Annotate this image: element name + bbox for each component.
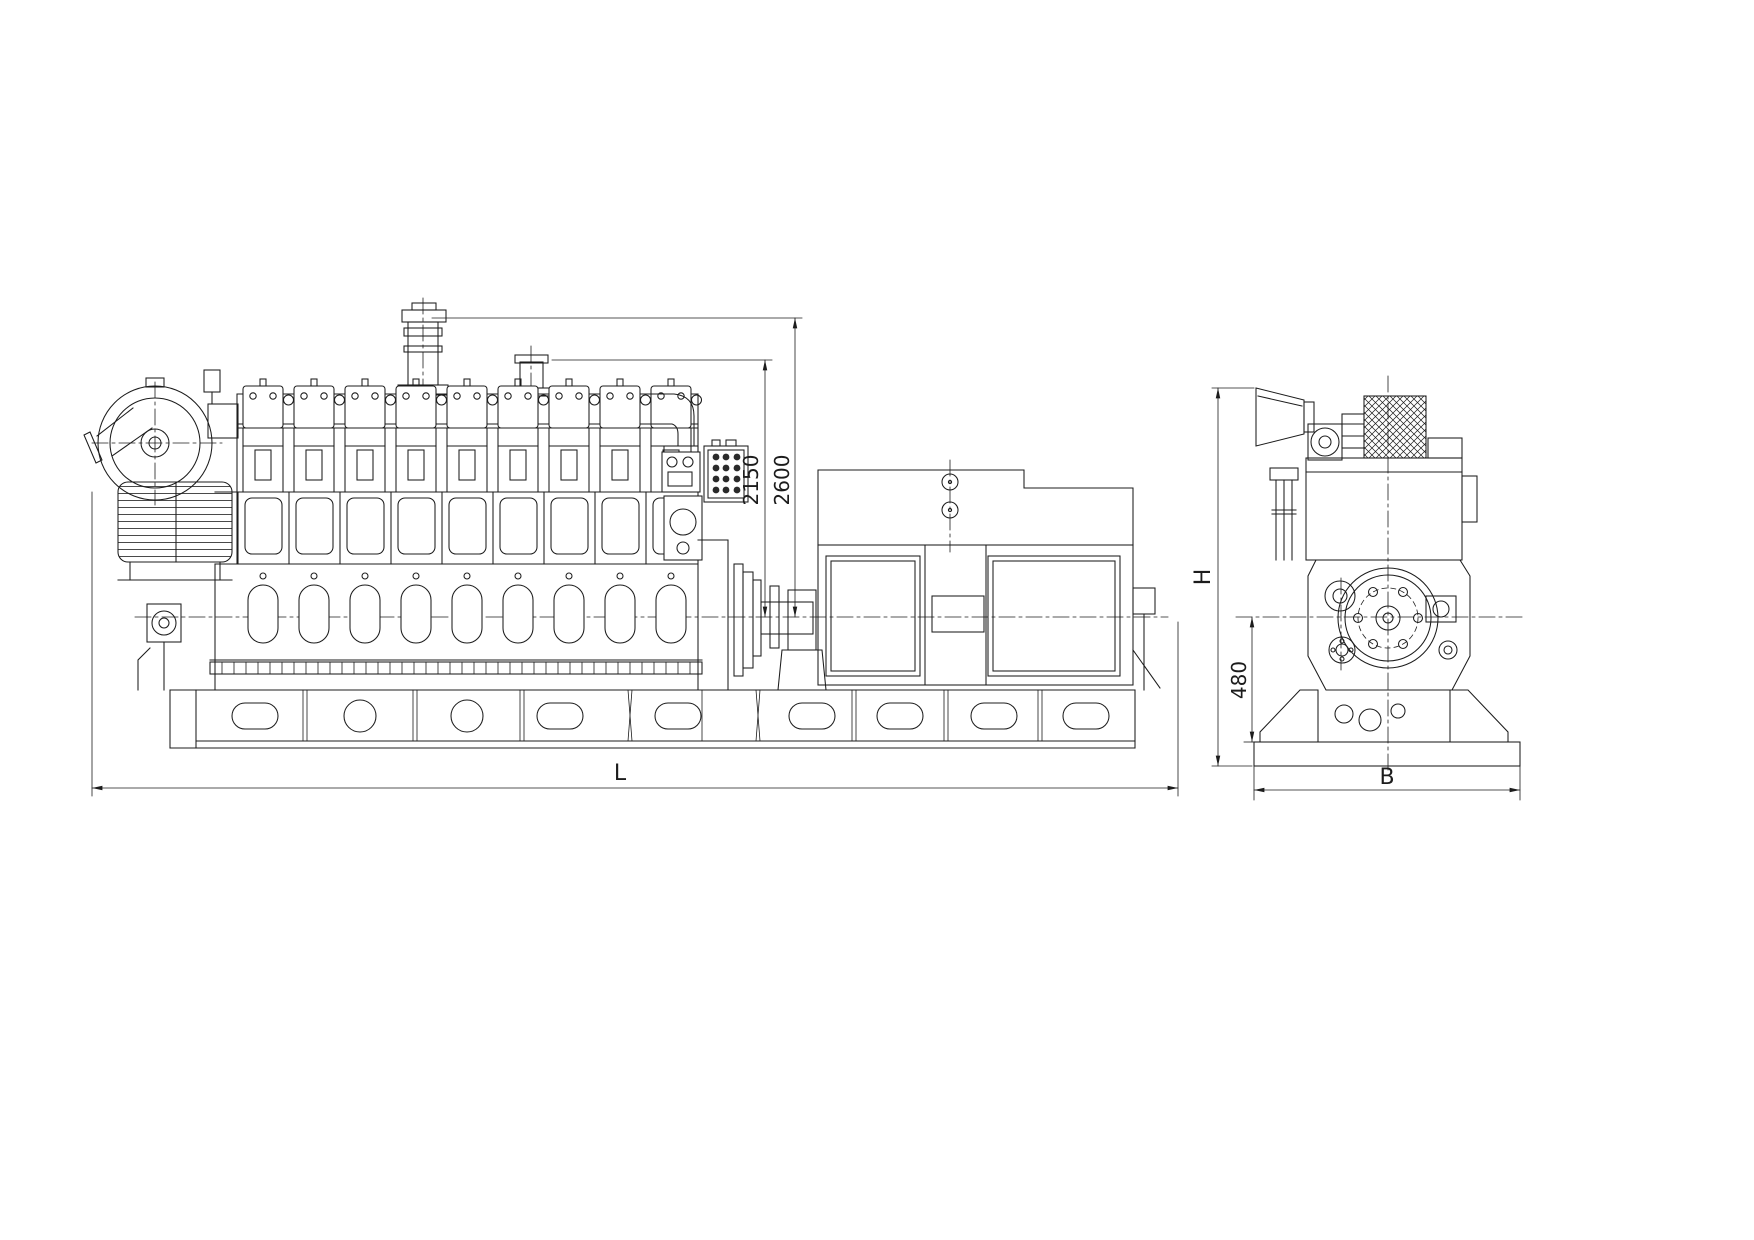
intake-bell [1255, 387, 1315, 447]
engine-cylinder-bank [214, 378, 703, 691]
dimension-2150: 2150 [551, 359, 773, 618]
base-frame [169, 689, 1136, 749]
dim-label-480: 480 [1227, 661, 1251, 699]
upper-block [1269, 437, 1478, 561]
instrument-panel [703, 439, 749, 503]
dimension-480: 480 [1227, 616, 1259, 743]
dim-label-L: L [614, 761, 627, 786]
dimension-L: L [91, 491, 1179, 797]
front-end-accessories [137, 603, 182, 691]
dimension-H: H [1191, 387, 1255, 767]
dim-label-H: H [1191, 569, 1216, 586]
end-feet-and-base [1253, 689, 1521, 767]
flywheel-coupling [697, 539, 827, 691]
centerlines-side [91, 297, 1169, 618]
end-view [1235, 375, 1527, 775]
dimension-B: B [1253, 765, 1521, 801]
charge-air-cooler [117, 481, 233, 581]
dim-label-B: B [1379, 765, 1394, 790]
turbocharger [83, 369, 239, 501]
generator [817, 469, 1161, 691]
dimensions: 2150 2600 L H 480 [91, 317, 1521, 801]
crankcase [209, 563, 703, 691]
engine-end-units [661, 451, 703, 561]
turbocharger-end [1307, 423, 1343, 461]
side-view [83, 297, 1169, 749]
dimension-2600: 2600 [431, 317, 803, 618]
dim-label-2600: 2600 [770, 455, 794, 506]
lower-housing [1307, 559, 1471, 691]
dim-label-2150: 2150 [739, 455, 763, 506]
silencer-hatched [1341, 395, 1427, 459]
